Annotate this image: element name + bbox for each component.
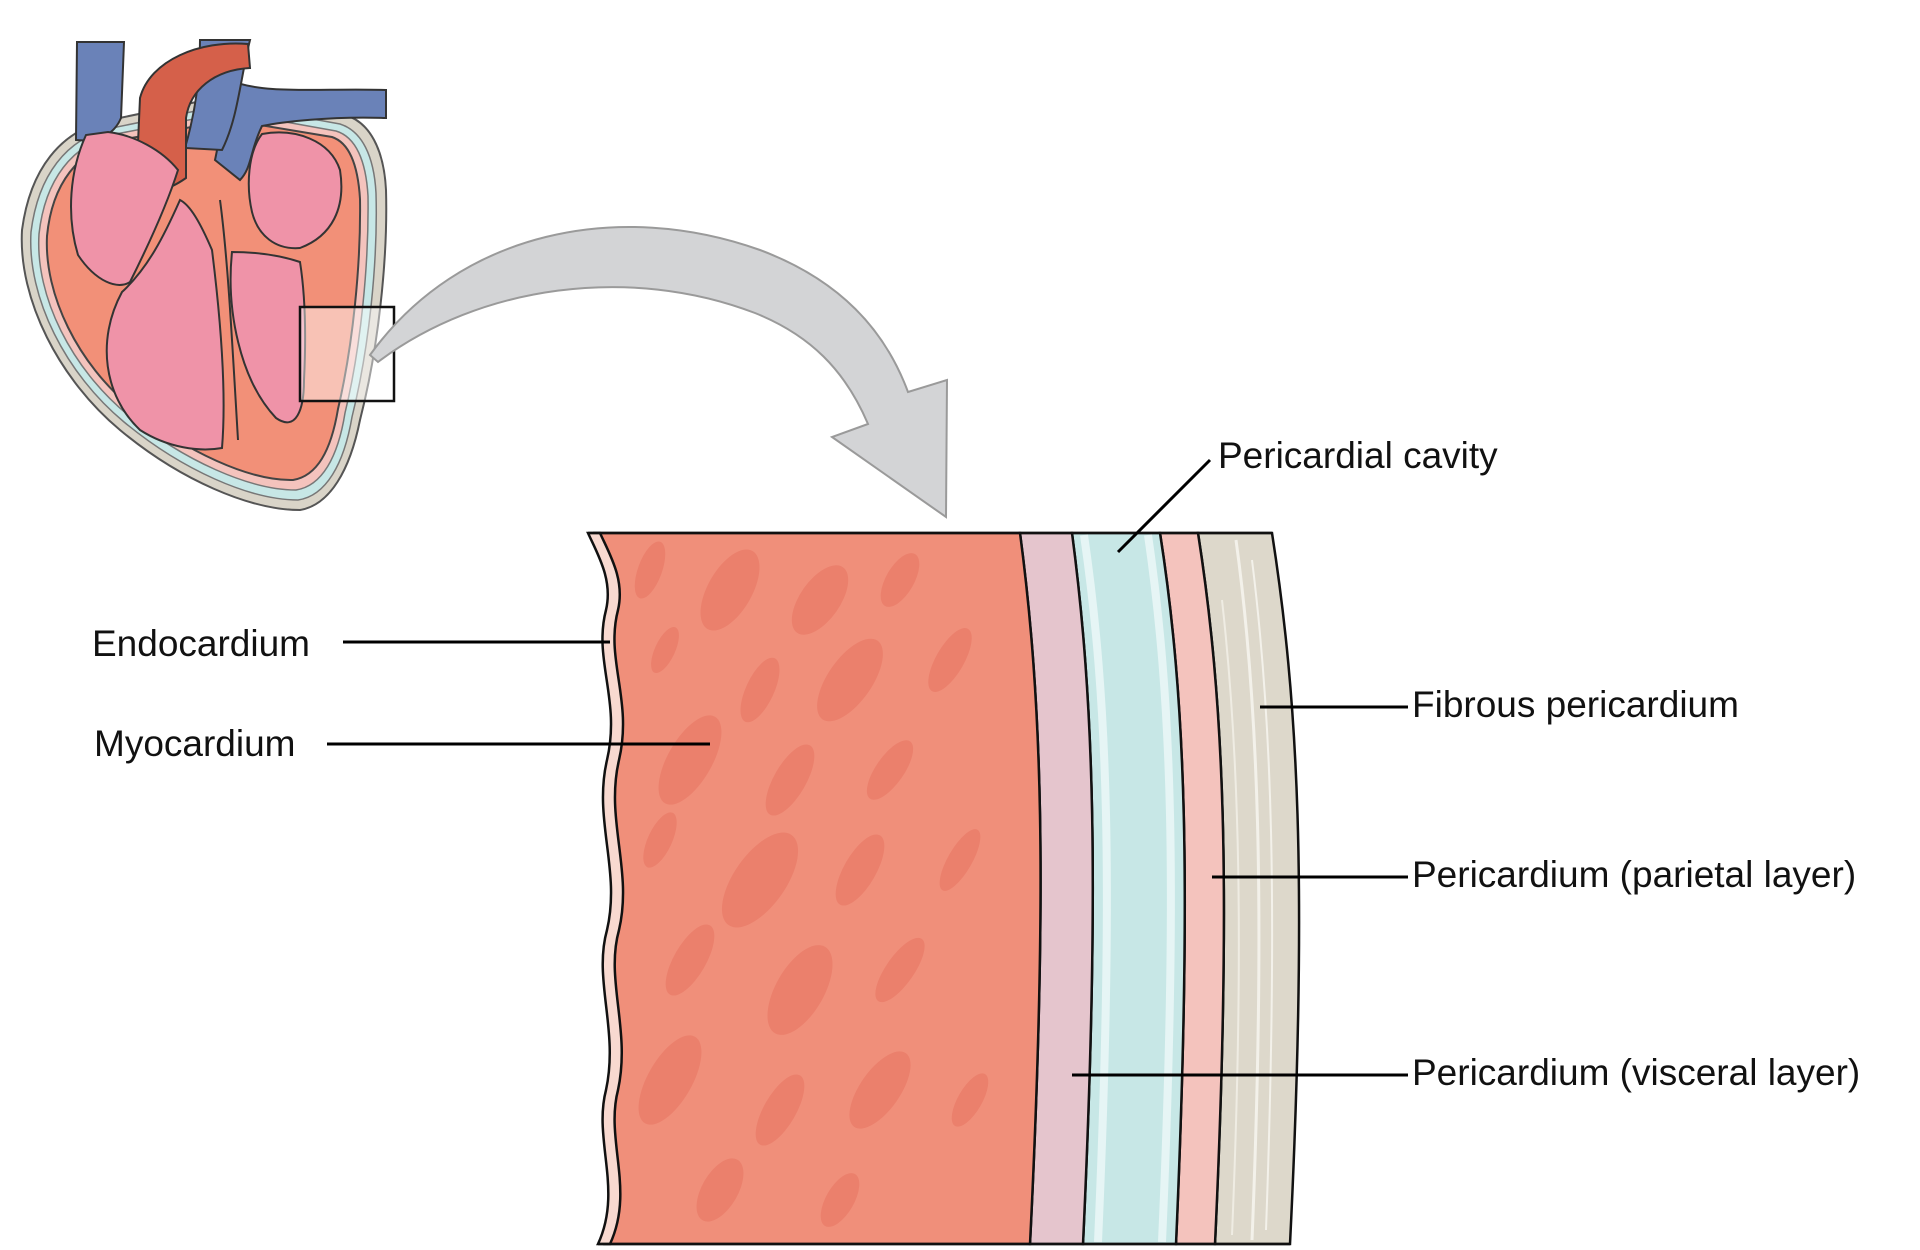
myocardium-texture xyxy=(634,541,989,1227)
vena-cava xyxy=(74,41,126,142)
visceral-layer-label: Pericardium (visceral layer) xyxy=(1412,1052,1860,1093)
left-atrium xyxy=(247,131,343,250)
left-ventricle xyxy=(229,250,307,424)
right-atrium xyxy=(70,130,180,286)
parietal-layer-label: Pericardium (parietal layer) xyxy=(1412,854,1856,895)
zoom-arrow xyxy=(368,226,949,519)
pericardial-cavity-label: Pericardial cavity xyxy=(1218,435,1498,476)
endocardium-label: Endocardium xyxy=(92,623,310,664)
pericardial-cavity-leader xyxy=(1116,458,1212,554)
myocardium-label: Myocardium xyxy=(94,723,296,764)
fibrous-pericardium-label: Fibrous pericardium xyxy=(1412,684,1739,725)
right-ventricle xyxy=(105,198,225,451)
heart-septum xyxy=(219,199,239,441)
heart-wall-section xyxy=(586,531,1301,1246)
heart-illustration xyxy=(20,39,396,512)
